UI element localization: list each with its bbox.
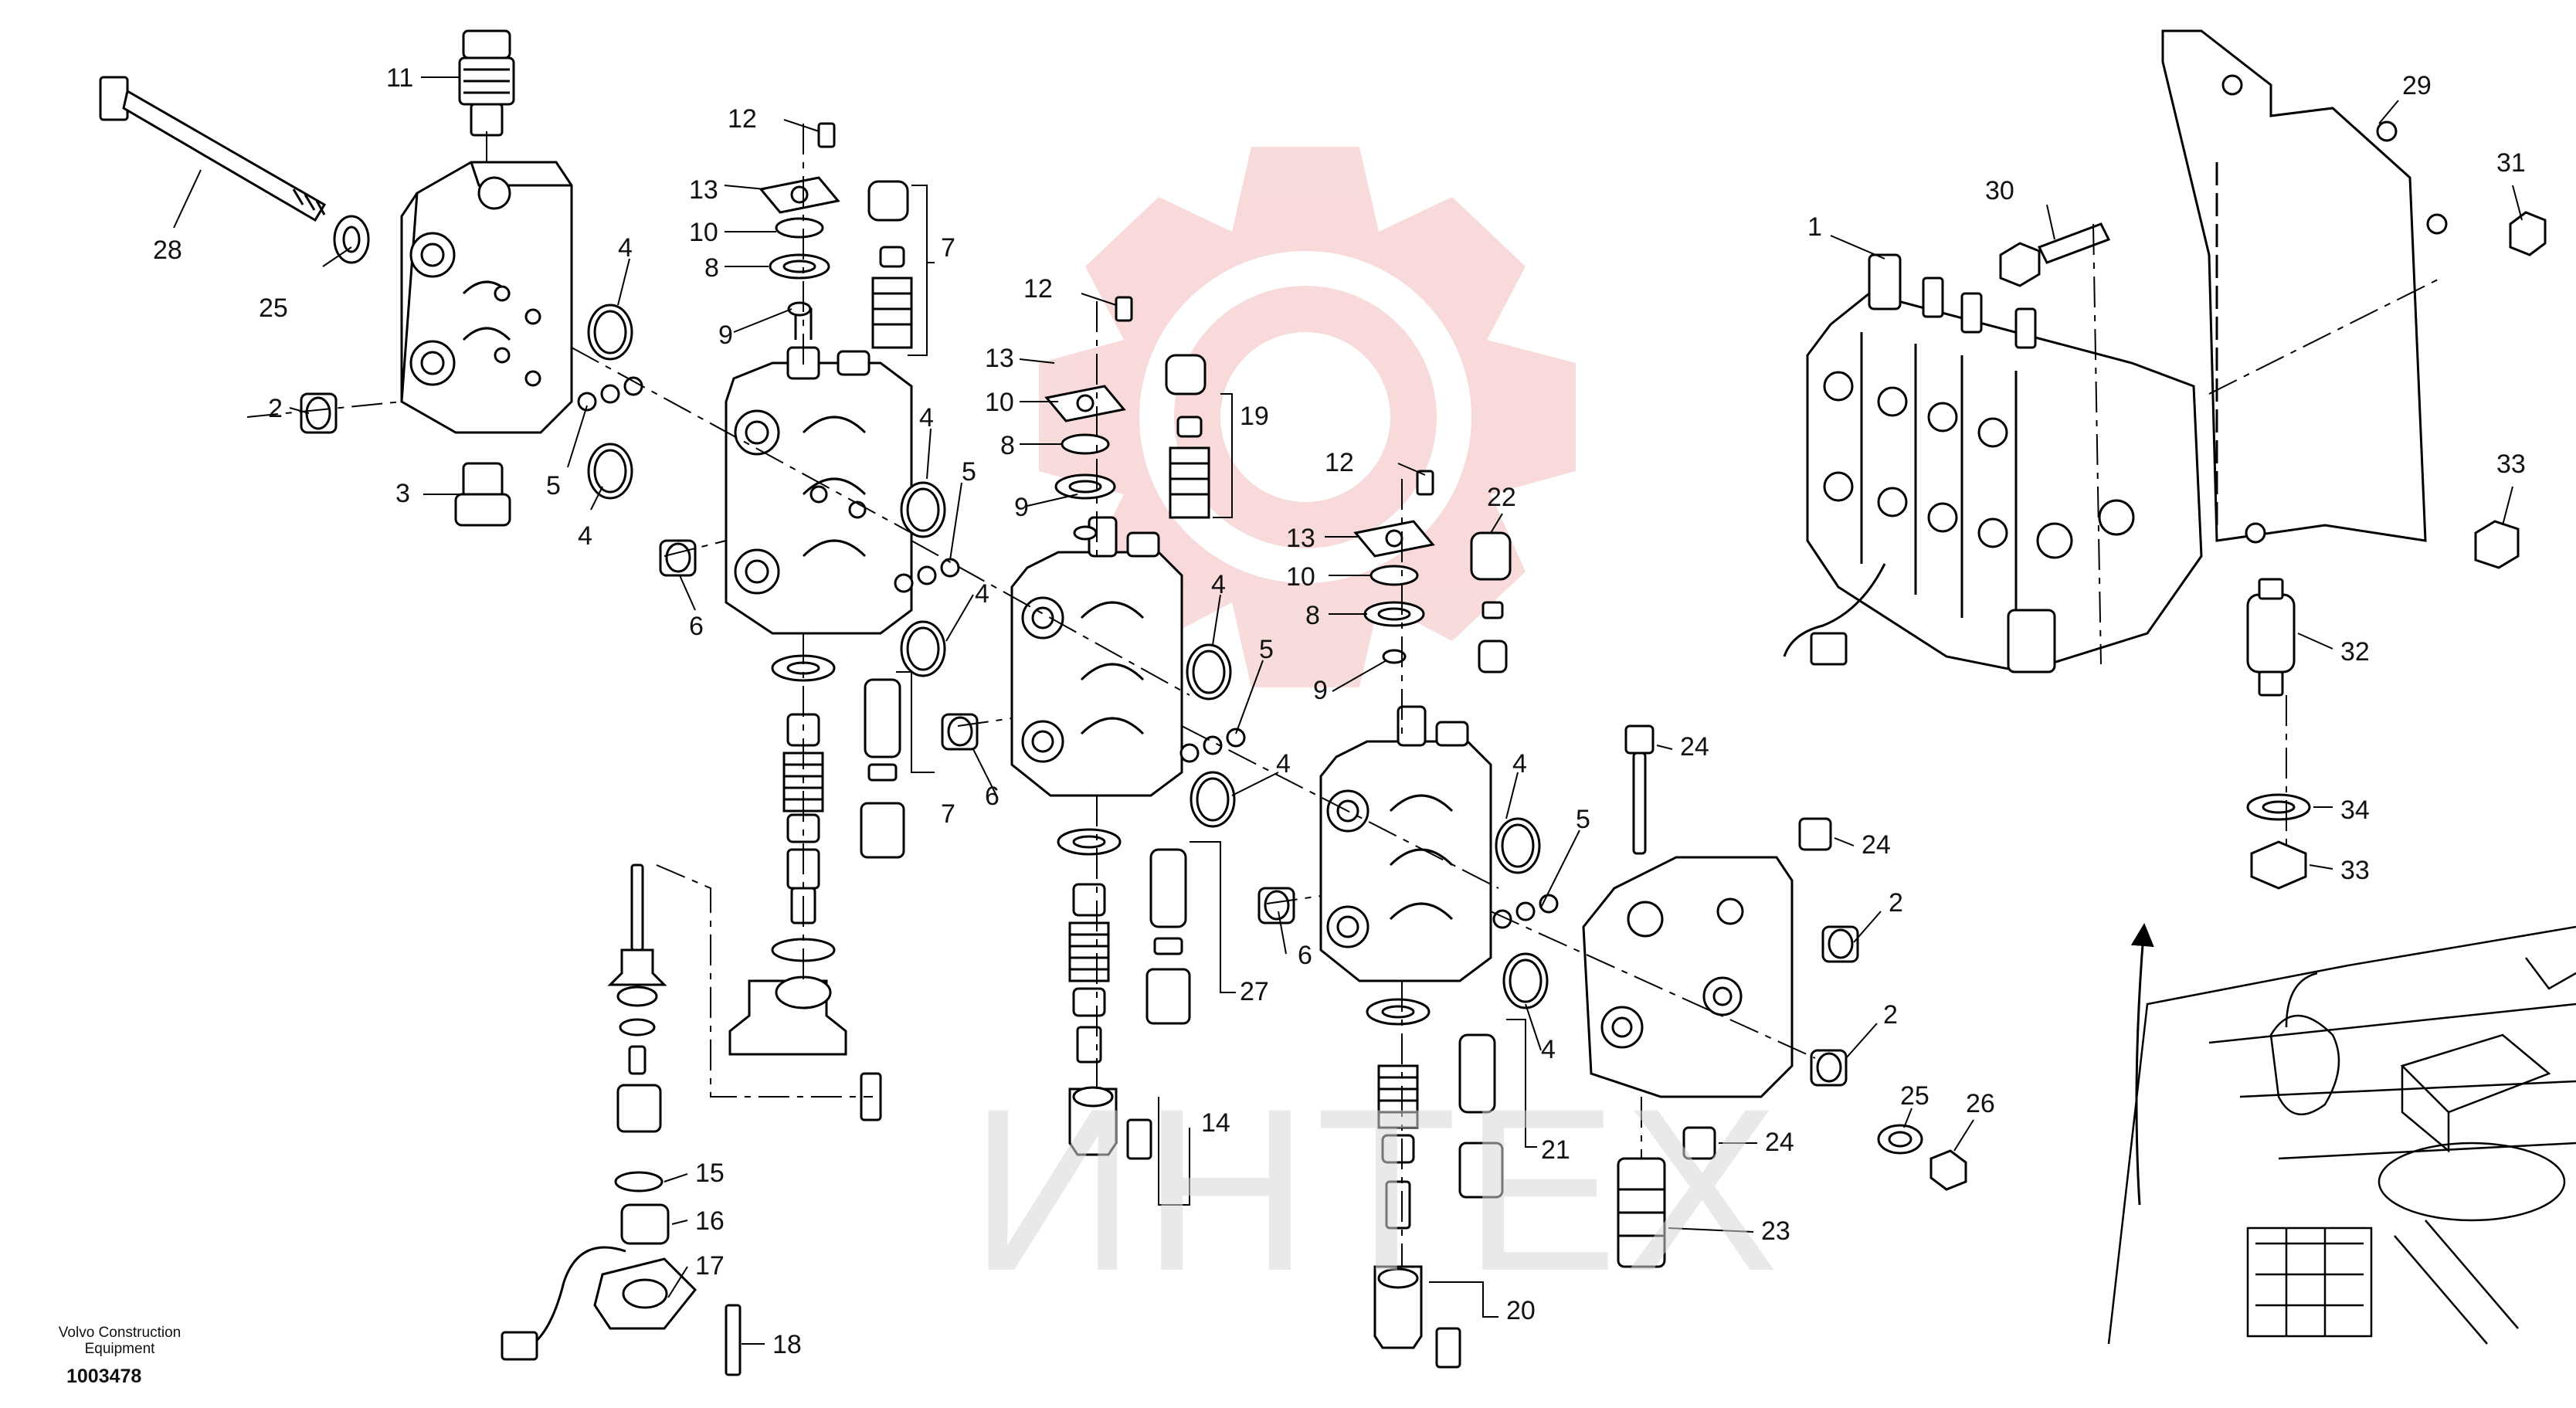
location-arrow <box>2130 923 2154 1206</box>
callout-20: 20 <box>1506 1296 1536 1325</box>
callout-33: 33 <box>2496 450 2526 479</box>
callout-8: 8 <box>1000 431 1015 460</box>
end-section-housing <box>400 161 573 434</box>
callout-5: 5 <box>1576 805 1590 834</box>
callout-13: 13 <box>1286 524 1315 553</box>
publisher-line-2: Equipment <box>84 1341 155 1357</box>
callout-4: 4 <box>1211 570 1226 599</box>
stack-parts-3-bottom <box>1057 828 1191 1160</box>
callout-7: 7 <box>941 799 955 829</box>
callout-6: 6 <box>1298 941 1312 970</box>
callout-18: 18 <box>772 1330 802 1359</box>
callout-4: 4 <box>1276 749 1291 779</box>
callout-2: 2 <box>268 394 283 423</box>
callout-9: 9 <box>1014 493 1029 522</box>
callout-33: 33 <box>2340 856 2370 885</box>
callout-2: 2 <box>1889 888 1903 918</box>
callout-4: 4 <box>975 579 989 609</box>
inlet-end-cover <box>1582 724 1967 1268</box>
callout-1: 1 <box>1807 212 1822 242</box>
mounting-bracket <box>2161 29 2448 544</box>
callout-31: 31 <box>2496 148 2526 178</box>
callout-32: 32 <box>2340 637 2370 667</box>
stack-parts-2-top <box>759 122 913 349</box>
callout-9: 9 <box>1313 676 1328 705</box>
callout-24: 24 <box>1680 732 1709 762</box>
publisher-line-1: Volvo Construction <box>58 1325 182 1341</box>
callout-7: 7 <box>941 233 955 263</box>
callout-4: 4 <box>1512 749 1527 779</box>
valve-section-4 <box>1257 705 1559 1009</box>
watermark-text: ИНТЕХ <box>969 1060 1785 1319</box>
stack-parts-4-top <box>1353 470 1512 673</box>
assembled-control-valve <box>1783 253 2203 673</box>
callout-13: 13 <box>689 175 718 205</box>
callout-5: 5 <box>962 457 976 487</box>
callout-5: 5 <box>546 471 561 500</box>
end-section-parts <box>300 215 643 527</box>
callout-22: 22 <box>1487 483 1516 512</box>
callout-12: 12 <box>728 104 757 134</box>
drawing-number: 1003478 <box>66 1366 142 1387</box>
callout-leaders <box>173 76 2523 1345</box>
callout-29: 29 <box>2402 71 2432 100</box>
callout-3: 3 <box>395 479 410 508</box>
callout-24: 24 <box>1765 1128 1794 1157</box>
callout-23: 23 <box>1761 1216 1790 1246</box>
callout-28: 28 <box>153 236 182 265</box>
callout-10: 10 <box>1286 562 1315 592</box>
callout-6: 6 <box>985 782 1000 811</box>
callout-4: 4 <box>919 403 934 433</box>
callout-2: 2 <box>1883 1000 1898 1030</box>
callout-16: 16 <box>695 1206 725 1236</box>
callout-25: 25 <box>1900 1081 1929 1111</box>
callout-5: 5 <box>1259 635 1274 664</box>
callout-11: 11 <box>386 63 413 93</box>
publisher-credit: Volvo Construction Equipment <box>31 1325 209 1357</box>
callout-9: 9 <box>718 321 733 350</box>
callout-15: 15 <box>695 1159 725 1188</box>
callout-21: 21 <box>1541 1135 1570 1165</box>
center-lines <box>246 124 2442 1267</box>
gear-logo-watermark <box>1039 147 1576 687</box>
callout-19: 19 <box>1240 402 1269 431</box>
callout-12: 12 <box>1023 274 1053 304</box>
callout-8: 8 <box>704 253 719 283</box>
callout-17: 17 <box>695 1251 725 1281</box>
bracket-hardware <box>1999 211 2547 890</box>
callout-10: 10 <box>689 218 718 247</box>
valve-section-2 <box>659 307 960 677</box>
callout-8: 8 <box>1305 601 1320 630</box>
relief-valve <box>458 29 515 137</box>
callout-13: 13 <box>985 344 1014 373</box>
callout-4: 4 <box>618 233 633 263</box>
callout-6: 6 <box>689 612 704 641</box>
stack-parts-3-top <box>1044 296 1210 541</box>
machine-location-view <box>2107 925 2576 1345</box>
callout-10: 10 <box>985 388 1014 417</box>
stack-parts-4-bottom <box>1366 998 1504 1369</box>
callout-26: 26 <box>1966 1089 1995 1118</box>
stack-parts-2-bottom <box>728 654 905 1056</box>
callout-25: 25 <box>259 293 288 323</box>
callout-12: 12 <box>1325 448 1354 477</box>
callout-30: 30 <box>1985 176 2014 205</box>
callout-labels: 11 28 25 2 3 4 5 4 6 12 13 10 8 9 7 4 5 … <box>153 63 2526 1359</box>
callout-34: 34 <box>2340 796 2370 825</box>
callout-14: 14 <box>1201 1108 1230 1138</box>
callout-27: 27 <box>1240 977 1269 1006</box>
callout-24: 24 <box>1862 830 1891 860</box>
callout-4: 4 <box>578 521 592 551</box>
long-bolt <box>99 76 327 222</box>
callout-4: 4 <box>1541 1035 1556 1064</box>
